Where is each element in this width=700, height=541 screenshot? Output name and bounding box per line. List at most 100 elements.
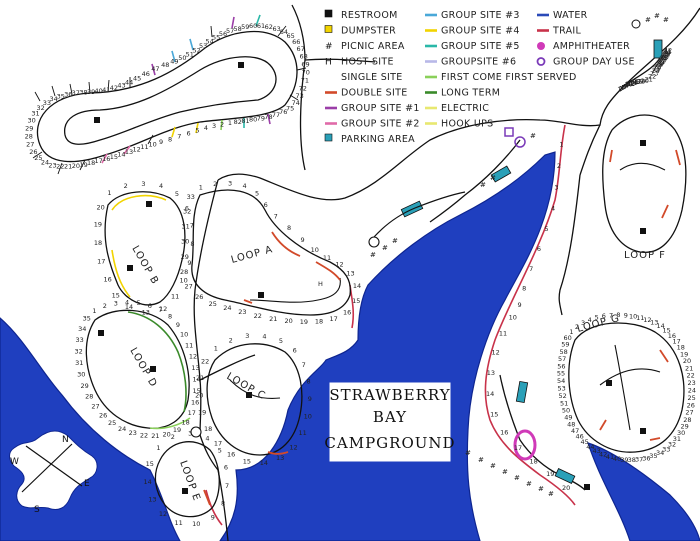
site-number: 16 [668, 332, 676, 340]
site-number: 14 [125, 303, 133, 311]
title-line-1: STRAWBERRY [329, 386, 450, 404]
svg-text:#: # [526, 480, 532, 488]
restroom-icon [127, 265, 133, 271]
parking-area-icon [324, 133, 333, 142]
site-number: 16 [102, 155, 110, 163]
site-number: 3 [581, 319, 585, 327]
compass-s: S [34, 505, 40, 515]
loop-c-label: LOOP C [225, 371, 268, 402]
group-day-use-icon [514, 136, 526, 148]
legend-item-group-day-use: GROUP DAY USE [536, 57, 634, 68]
svg-text:#: # [538, 485, 544, 493]
site-number: 17 [673, 338, 681, 346]
site-number: 23 [48, 161, 56, 169]
site-number: 29 [655, 60, 663, 68]
site-number: 26 [29, 148, 37, 156]
site-number: 27 [26, 140, 34, 148]
legend-label: GROUP SITE #1 [341, 103, 420, 114]
site-number: 7 [274, 212, 278, 220]
site-number: 11 [625, 80, 633, 88]
site-number: 9 [176, 321, 180, 329]
legend-item-electric: ELECTRIC [425, 103, 489, 114]
site-number: 33 [187, 193, 195, 201]
site-number: 73 [296, 92, 304, 100]
site-number: 12 [643, 316, 651, 324]
restroom-icon [146, 201, 152, 207]
title-line-3: CAMPGROUND [324, 434, 455, 452]
campground-entrance [579, 124, 601, 176]
site-number: 2 [575, 323, 579, 331]
site-number: 4 [205, 434, 209, 442]
site-number: 32 [183, 207, 191, 215]
svg-text:#: # [530, 132, 536, 140]
site-number: 1 [199, 184, 203, 192]
loop-f-road [602, 114, 687, 253]
east-peninsula-road [429, 139, 521, 223]
site-number: 14 [486, 390, 494, 398]
site-number: 15 [352, 297, 360, 305]
site-number: 14 [629, 79, 637, 87]
site-number: 1 [92, 307, 96, 315]
site-number: 13 [650, 319, 658, 327]
site-number: 21 [269, 315, 277, 323]
restroom-icon [584, 484, 590, 490]
compass-rose: N E S W [10, 435, 90, 515]
site-number: 47 [151, 65, 159, 73]
legend-item-single-site: SINGLE SITE [341, 72, 402, 83]
site-number: 18 [94, 239, 102, 247]
site-number: 6 [148, 302, 152, 310]
group-day-use-icon [504, 127, 514, 137]
site-number: 3 [114, 299, 118, 307]
amphitheater-icon [537, 42, 545, 50]
site-number: 8 [190, 240, 194, 248]
top-road-link [304, 58, 376, 63]
site-number: 12 [289, 444, 297, 452]
site-number: 76 [279, 108, 287, 116]
site-number: 3 [619, 85, 623, 93]
site-number: 4 [262, 333, 266, 341]
loop-a-double-sites [243, 231, 341, 304]
site-number: 17 [514, 444, 522, 452]
site-number: 5 [279, 337, 283, 345]
host-site-label: H [318, 280, 323, 288]
site-number: 68 [300, 52, 308, 60]
site-number: 19 [94, 221, 102, 229]
site-number: 22 [140, 431, 148, 439]
site-number: 15 [192, 387, 200, 395]
site-number: 51 [560, 399, 568, 407]
site-number: 38 [79, 89, 87, 97]
site-number: 4 [551, 205, 555, 213]
site-number: 49 [170, 58, 178, 66]
site-number: 32 [658, 57, 666, 65]
site-number: 13 [191, 364, 199, 372]
site-number: 52 [193, 46, 201, 54]
site-number: 31 [75, 359, 83, 367]
site-number: 17 [214, 440, 222, 448]
legend-label: GROUP SITE #4 [441, 26, 520, 37]
site-number: 23 [129, 429, 137, 437]
site-number: 11 [140, 143, 148, 151]
parking-area-icon [515, 380, 529, 404]
site-number: 29 [181, 253, 189, 261]
site-number: 33 [658, 56, 666, 64]
site-number: 20 [72, 162, 80, 170]
site-number: 30 [27, 117, 35, 125]
site-number: 7 [302, 361, 306, 369]
site-number: 26 [195, 293, 203, 301]
site-number: 3 [245, 332, 249, 340]
north-road-east [291, 4, 306, 61]
site-number: 33 [43, 99, 51, 107]
site-number: 37 [661, 52, 669, 60]
site-number: 39 [620, 456, 628, 464]
site-number: 26 [653, 64, 661, 72]
loop-e-turnaround [190, 426, 202, 438]
compass-w: W [10, 457, 19, 467]
site-number: 9 [518, 301, 522, 309]
site-number: 82 [234, 118, 242, 126]
site-number: 71 [301, 77, 309, 85]
site-number: 25 [209, 300, 217, 308]
site-number: 18 [315, 318, 323, 326]
site-number: 7 [623, 82, 627, 90]
site-number: 7 [190, 222, 194, 230]
